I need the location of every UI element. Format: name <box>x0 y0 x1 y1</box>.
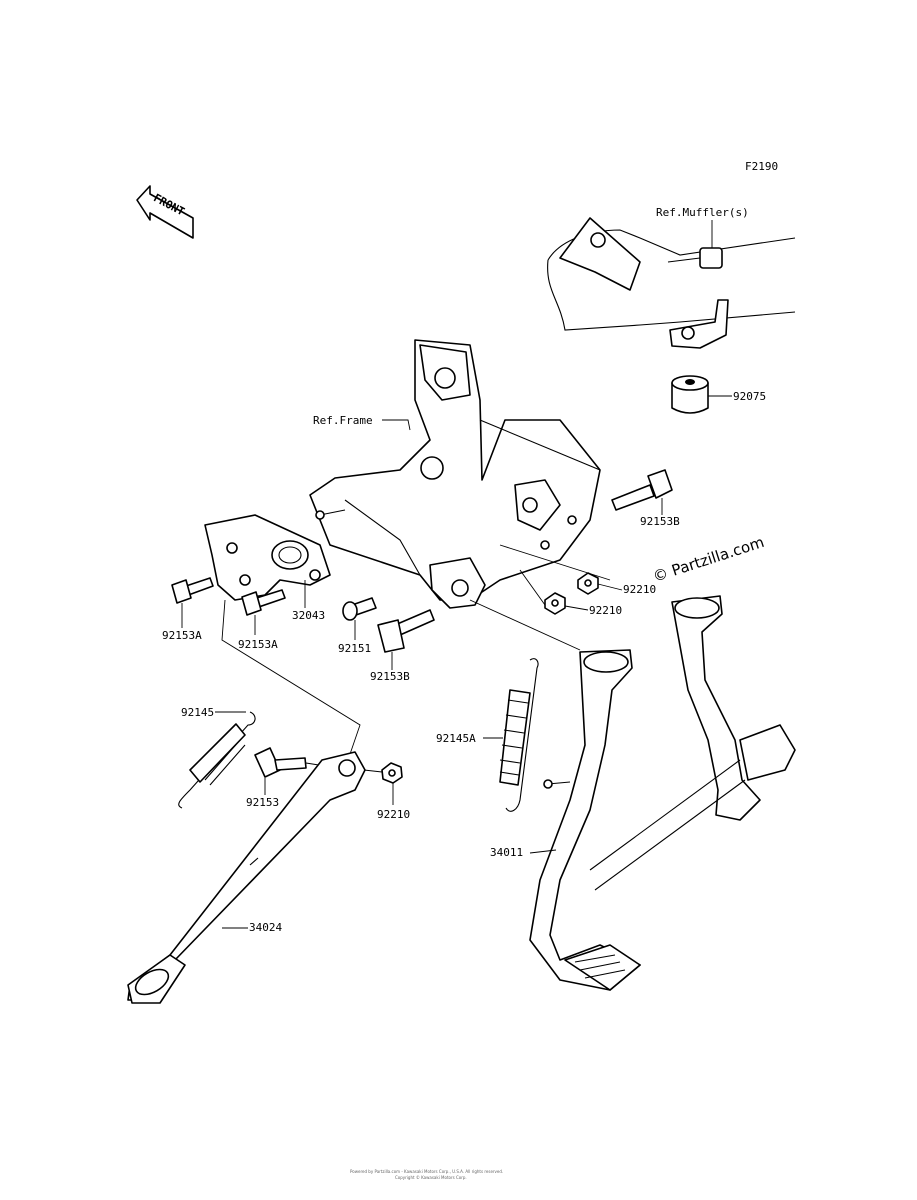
spring-92145 <box>178 711 256 809</box>
main-stand-34011 <box>529 595 796 991</box>
muffler-ref-drawing <box>547 217 796 349</box>
label-92210-a: 92210 <box>623 583 656 596</box>
ref-frame-label: Ref.Frame <box>313 414 373 427</box>
label-92153A-left: 92153A <box>162 629 202 642</box>
spring-92145A <box>499 658 539 812</box>
bolt-92153A-left <box>171 577 214 604</box>
bolt-92153 <box>254 747 307 778</box>
label-92075: 92075 <box>733 390 766 403</box>
copyright-text-2: Copyright © Kawasaki Motors Corp. <box>395 1175 467 1180</box>
nut-92210-a <box>577 572 599 595</box>
watermark: © Partzilla.com <box>651 533 767 586</box>
label-92153B-bottom: 92153B <box>370 670 410 683</box>
label-34011: 34011 <box>490 846 523 859</box>
label-34024: 34024 <box>249 921 282 934</box>
frame-drawing <box>309 339 601 609</box>
front-arrow-icon: FRONT <box>136 185 194 239</box>
nut-92210-c <box>381 762 403 784</box>
figure-code: F2190 <box>745 160 778 173</box>
label-92145A: 92145A <box>436 732 476 745</box>
label-92145: 92145 <box>181 706 214 719</box>
bolt-92153B-top <box>611 469 673 511</box>
label-92153: 92153 <box>246 796 279 809</box>
bracket-32043 <box>204 514 331 601</box>
ref-muffler-label: Ref.Muffler(s) <box>656 206 749 219</box>
damper-92075 <box>671 375 709 414</box>
copyright-text: Powered by Partzilla.com - Kawasaki Moto… <box>350 1169 503 1174</box>
label-92153A-mid: 92153A <box>238 638 278 651</box>
label-92210-b: 92210 <box>589 604 622 617</box>
nut-92210-b <box>544 592 566 615</box>
bolt-92153A-mid <box>241 589 286 616</box>
bolt-92151 <box>342 597 377 621</box>
label-92210-c: 92210 <box>377 808 410 821</box>
side-stand-34024 <box>127 751 366 1004</box>
label-92151: 92151 <box>338 642 371 655</box>
bolt-92153B-bottom <box>377 609 435 653</box>
label-92153B-top: 92153B <box>640 515 680 528</box>
label-32043: 32043 <box>292 609 325 622</box>
